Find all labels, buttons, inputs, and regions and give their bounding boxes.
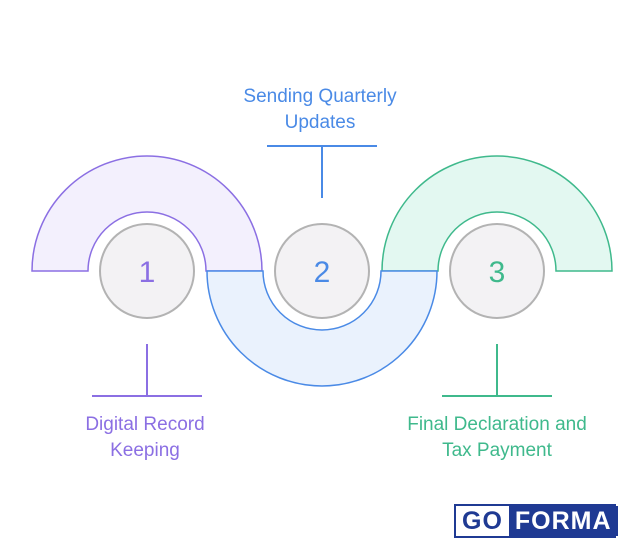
- step-1-arch: [31, 155, 263, 272]
- logo-text-forma: FORMA: [508, 506, 618, 536]
- step-1-label-line-2: Keeping: [110, 440, 180, 461]
- step-3-label-line-1: Final Declaration and: [407, 414, 587, 435]
- step-1-label-line-1: Digital Record: [85, 414, 204, 435]
- step-2-label-line-1: Sending Quarterly: [243, 86, 397, 107]
- step-1-circle: [99, 223, 195, 319]
- step-1-number: 1: [139, 256, 156, 289]
- logo-text-go: GO: [456, 506, 509, 536]
- step-2-circle: [274, 223, 370, 319]
- goforma-logo: GO FORMA: [454, 504, 618, 538]
- step-2-number: 2: [314, 256, 331, 289]
- step-2-arch: [206, 270, 438, 387]
- step-3-number: 3: [489, 256, 506, 289]
- step-3-circle: [449, 223, 545, 319]
- step-3-label-line-2: Tax Payment: [442, 440, 553, 461]
- step-3-arch: [381, 155, 613, 272]
- step-2-label-line-2: Updates: [285, 112, 356, 133]
